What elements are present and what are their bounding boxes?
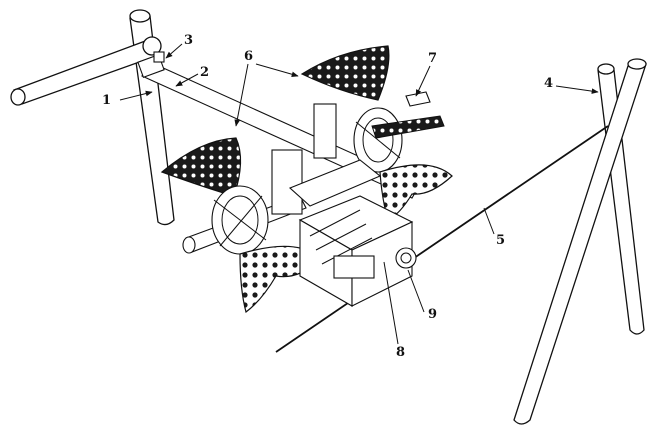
- label-9: 9: [428, 307, 438, 322]
- label-6: 6: [244, 49, 254, 64]
- right-support-frame: [513, 58, 647, 425]
- right-fin-assembly: [300, 45, 453, 221]
- label-4: 4: [544, 76, 554, 91]
- label-7: 7: [428, 51, 438, 66]
- label-3: 3: [184, 33, 194, 48]
- central-frame: [271, 103, 417, 307]
- left-support-frame: [10, 9, 175, 226]
- label-1: 1: [102, 93, 112, 108]
- pole-clamp: [137, 51, 165, 78]
- rope: [275, 125, 609, 353]
- leader-lines: [119, 43, 599, 345]
- label-5: 5: [496, 233, 506, 248]
- label-8: 8: [396, 345, 406, 360]
- label-2: 2: [200, 65, 210, 80]
